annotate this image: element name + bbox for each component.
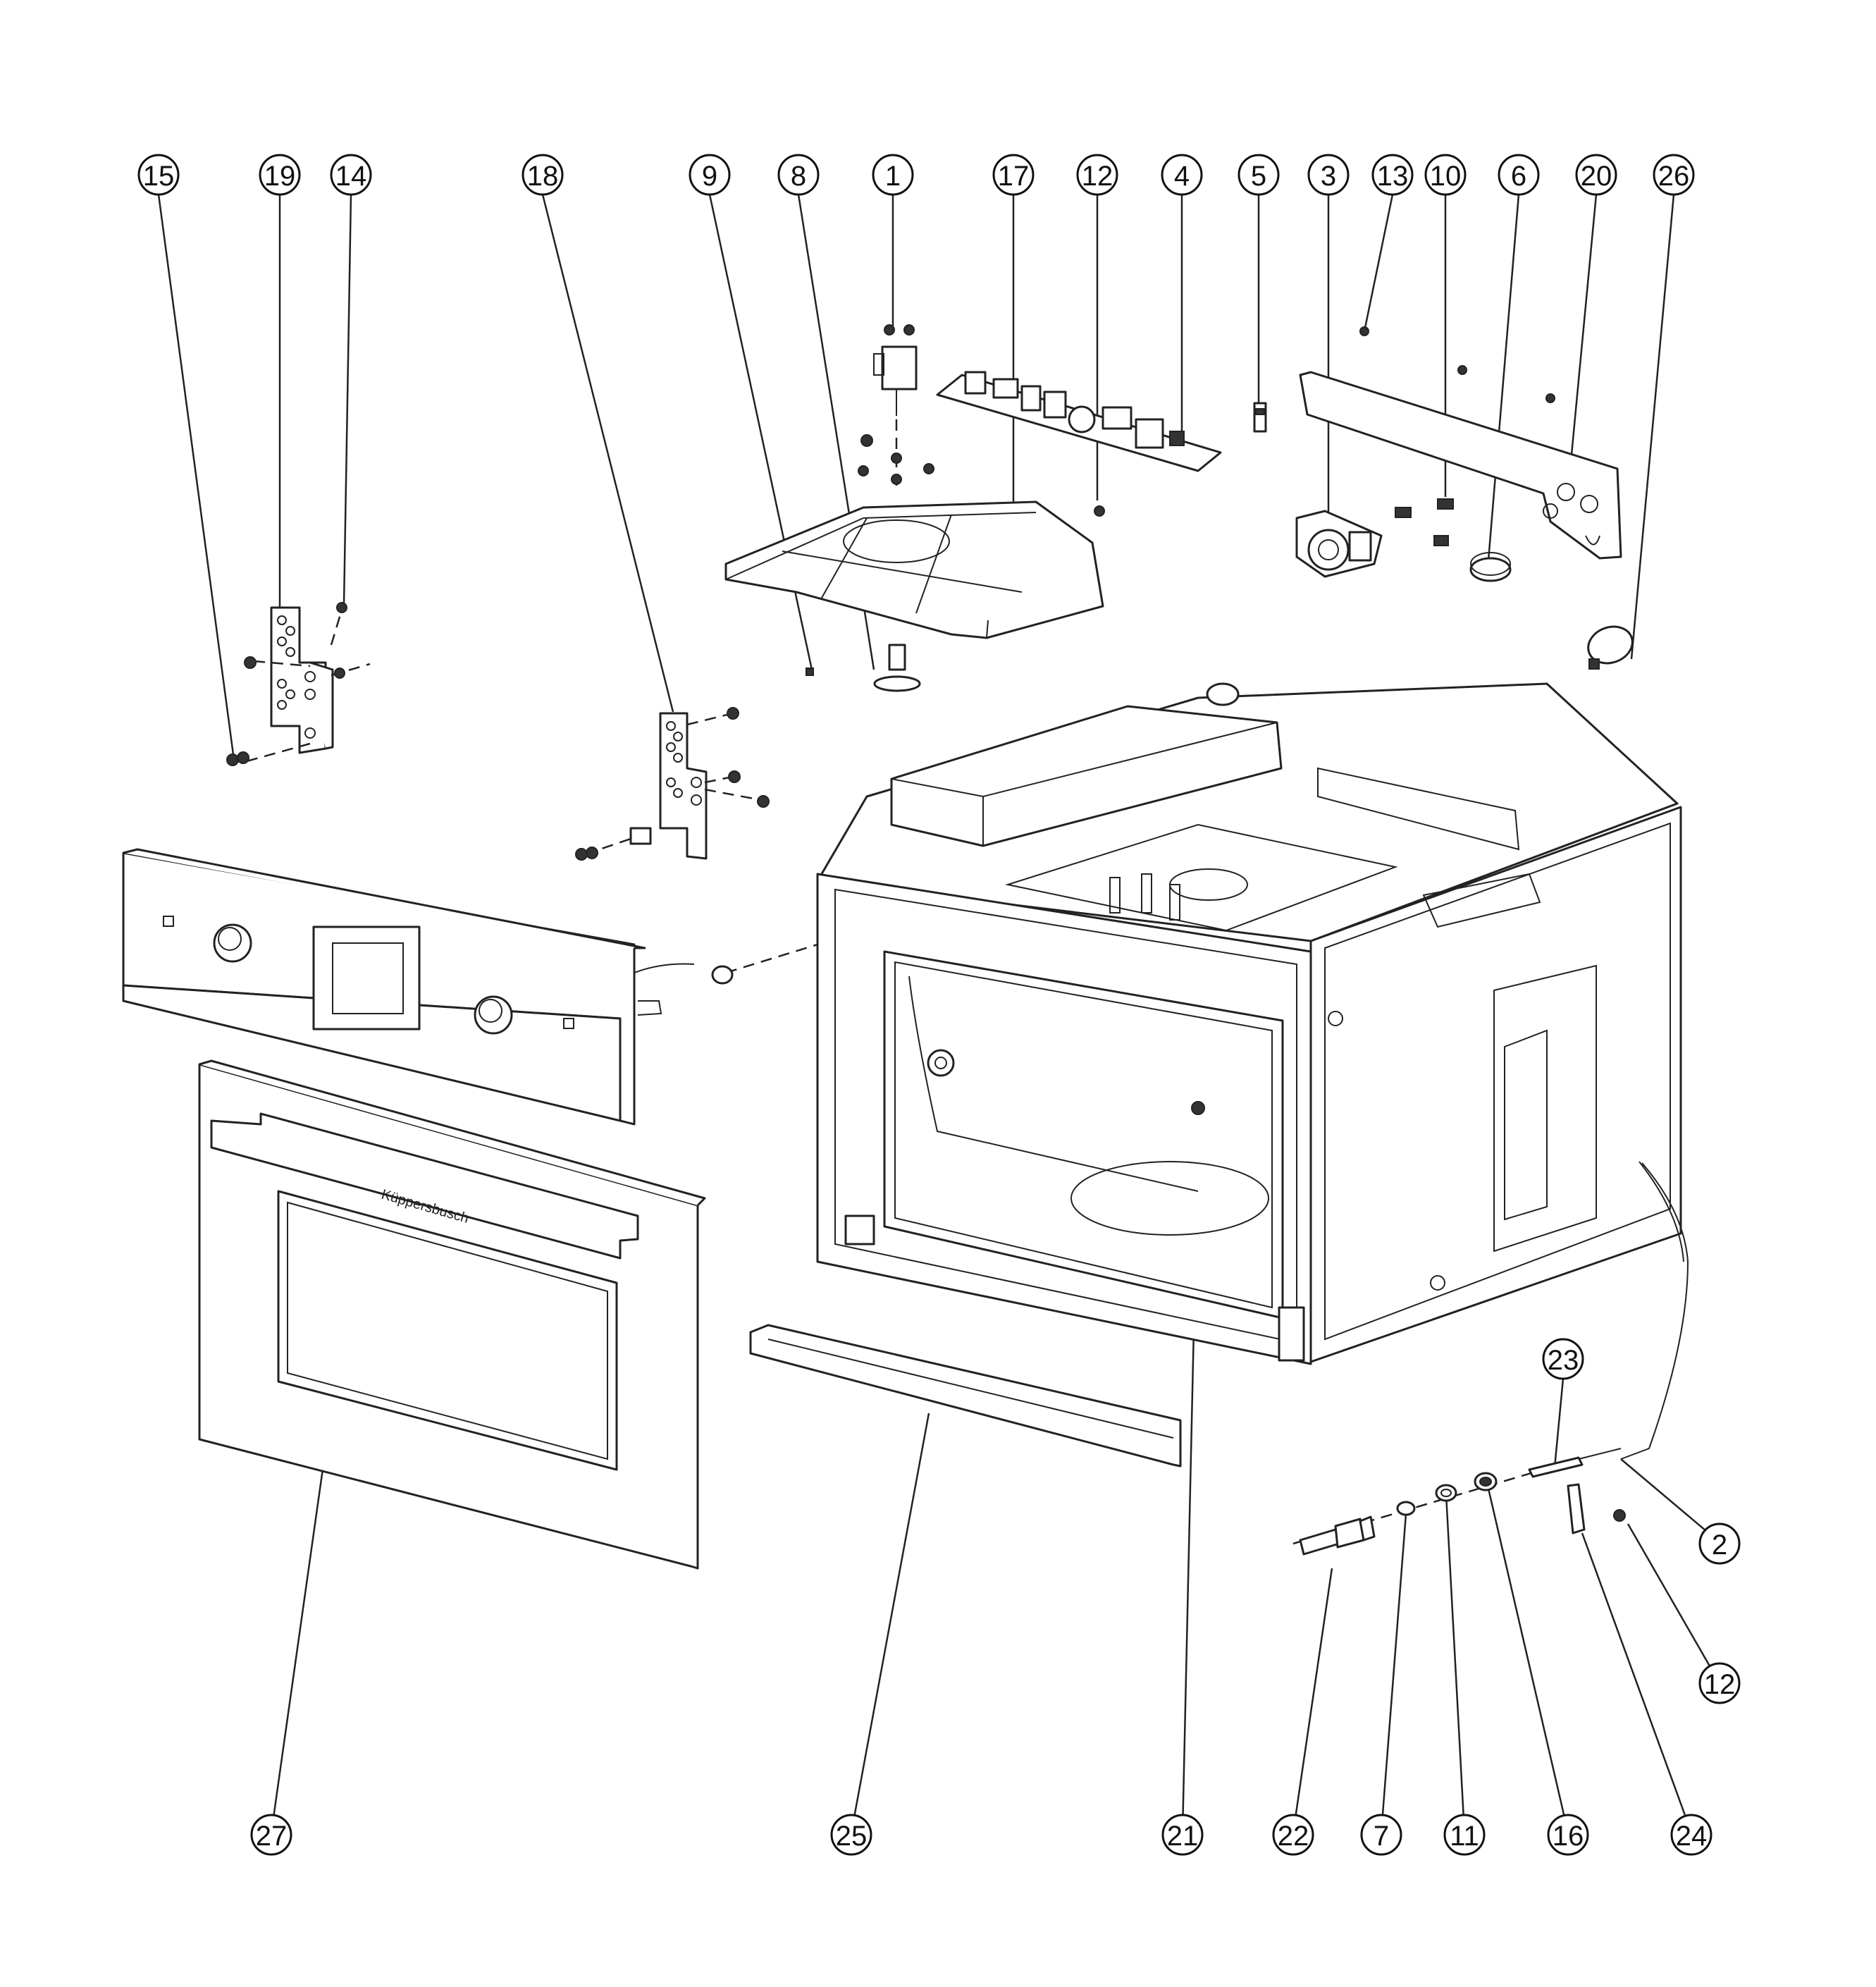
svg-text:12: 12	[1082, 161, 1113, 192]
front-trim-strip	[749, 1324, 1182, 1468]
svg-text:9: 9	[702, 161, 717, 192]
svg-text:8: 8	[791, 161, 806, 192]
hinge-bracket-right	[575, 707, 770, 861]
svg-text:6: 6	[1511, 161, 1526, 192]
callout-2: 2	[1698, 1522, 1741, 1565]
callout-25: 25	[830, 1814, 872, 1856]
support-rail	[1299, 371, 1622, 560]
svg-text:24: 24	[1676, 1821, 1708, 1852]
callout-19: 19	[259, 154, 301, 196]
svg-text:12: 12	[1704, 1669, 1736, 1700]
small-connector	[1253, 402, 1267, 433]
svg-text:11: 11	[1450, 1821, 1479, 1852]
cable-clamp	[1587, 625, 1634, 670]
callout-26: 26	[1653, 154, 1695, 196]
callout-12-top: 12	[1076, 154, 1118, 196]
callout-20: 20	[1575, 154, 1617, 196]
callout-6: 6	[1498, 154, 1540, 196]
svg-text:20: 20	[1581, 161, 1612, 192]
svg-text:7: 7	[1374, 1821, 1389, 1852]
svg-text:14: 14	[335, 161, 367, 192]
oven-cavity	[816, 682, 1689, 1460]
callout-12-right: 12	[1698, 1662, 1741, 1704]
svg-text:3: 3	[1321, 161, 1336, 192]
callout-3: 3	[1307, 154, 1350, 196]
svg-text:19: 19	[264, 161, 296, 192]
callout-24: 24	[1670, 1814, 1713, 1856]
motor-assembly	[1295, 326, 1555, 578]
oven-door: Küppersbusch	[198, 1059, 706, 1570]
svg-text:13: 13	[1377, 161, 1409, 192]
callout-13: 13	[1371, 154, 1414, 196]
svg-text:17: 17	[998, 161, 1030, 192]
callout-16: 16	[1547, 1814, 1589, 1856]
callout-21: 21	[1161, 1814, 1204, 1856]
callout-10: 10	[1424, 154, 1467, 196]
svg-text:22: 22	[1278, 1821, 1309, 1852]
callout-7: 7	[1360, 1814, 1402, 1856]
svg-text:27: 27	[256, 1821, 288, 1852]
callout-18: 18	[522, 154, 564, 196]
callout-11: 11	[1443, 1814, 1486, 1856]
switch-assembly	[858, 324, 934, 486]
hinge-bracket-left	[226, 602, 371, 766]
svg-text:2: 2	[1712, 1530, 1727, 1561]
probe-socket-parts	[1292, 1448, 1626, 1556]
callout-9: 9	[689, 154, 731, 196]
svg-text:16: 16	[1553, 1821, 1584, 1852]
svg-text:5: 5	[1251, 161, 1266, 192]
callout-27: 27	[250, 1814, 292, 1856]
svg-text:10: 10	[1430, 161, 1462, 192]
svg-text:4: 4	[1174, 161, 1190, 192]
control-panel	[122, 848, 818, 1126]
svg-text:15: 15	[143, 161, 175, 192]
callout-14: 14	[330, 154, 372, 196]
callout-23: 23	[1542, 1338, 1584, 1380]
callout-1: 1	[872, 154, 914, 196]
svg-text:23: 23	[1548, 1345, 1579, 1376]
svg-text:1: 1	[885, 161, 901, 192]
callout-17: 17	[992, 154, 1035, 196]
control-pcb	[936, 371, 1222, 517]
svg-text:21: 21	[1167, 1821, 1199, 1852]
callout-15: 15	[137, 154, 180, 196]
callout-5: 5	[1238, 154, 1280, 196]
callout-8: 8	[777, 154, 820, 196]
svg-text:18: 18	[527, 161, 559, 192]
callout-22: 22	[1272, 1814, 1314, 1856]
top-bracket-plate	[724, 500, 1104, 692]
ring-part	[1469, 552, 1512, 582]
svg-text:26: 26	[1658, 161, 1690, 192]
callout-4: 4	[1161, 154, 1203, 196]
svg-text:25: 25	[836, 1821, 868, 1852]
